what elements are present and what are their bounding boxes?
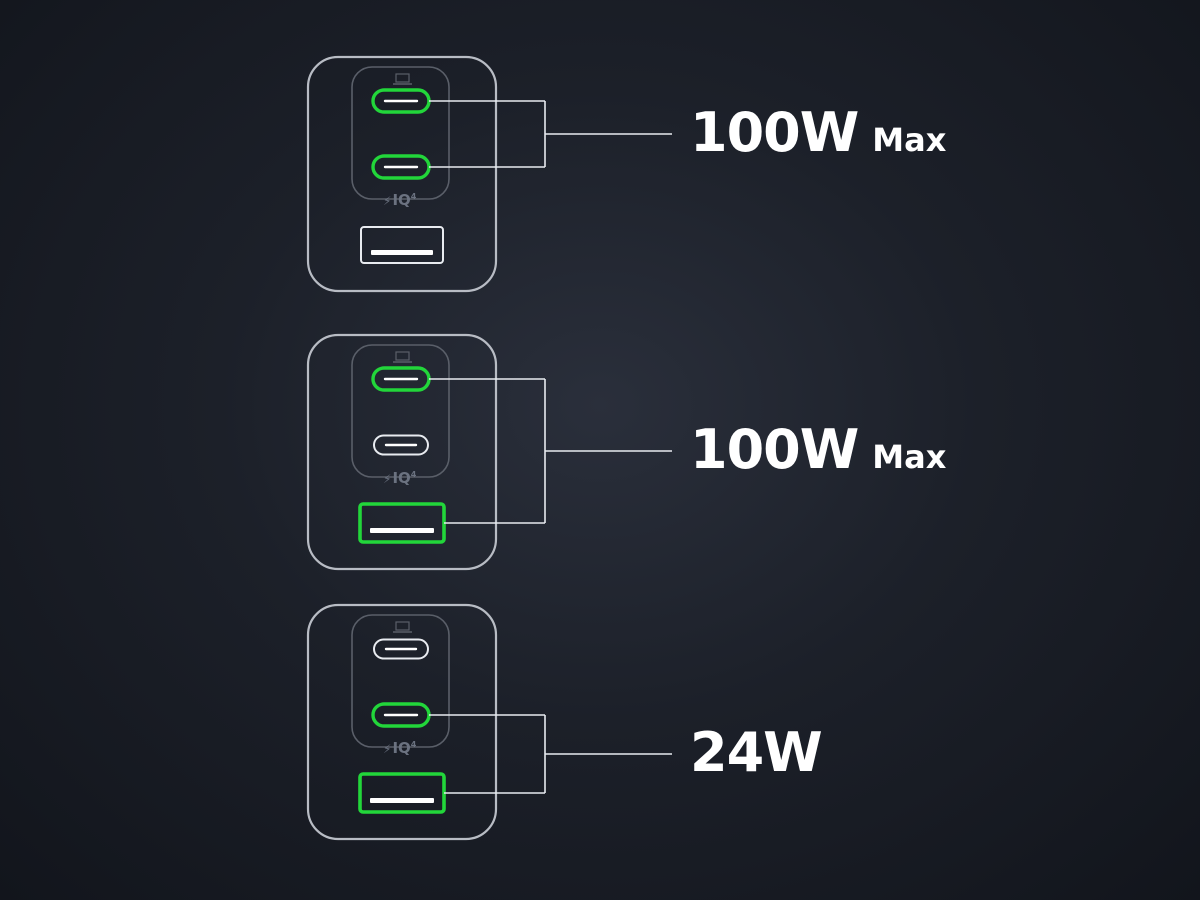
- connector-bracket: [429, 378, 672, 524]
- charger-config-3: [306, 603, 672, 841]
- power-suffix: Max: [872, 438, 947, 476]
- iq-text: IQ: [392, 469, 411, 487]
- usb-a-port: [358, 772, 446, 814]
- usb-a-slot: [371, 250, 433, 255]
- usb-a-port: [360, 226, 444, 264]
- iq-badge: ⚡IQ4: [383, 471, 416, 486]
- iq-badge: ⚡IQ4: [383, 741, 416, 756]
- charger-config-1: [306, 55, 672, 293]
- power-value: 100W: [690, 418, 859, 481]
- lightning-icon: ⚡: [383, 742, 392, 756]
- power-label: 24W: [690, 726, 823, 780]
- charger-body: [306, 603, 498, 841]
- connector-bracket: [429, 714, 672, 794]
- iq-version: 4: [410, 740, 417, 749]
- power-suffix: Max: [872, 121, 947, 159]
- iq-text: IQ: [392, 739, 411, 757]
- lightning-icon: ⚡: [383, 472, 392, 486]
- connector-bracket: [429, 100, 672, 168]
- usb-c-panel: [351, 344, 450, 478]
- charger-body: [306, 55, 498, 293]
- laptop-icon: [393, 621, 412, 633]
- laptop-icon: [393, 351, 412, 363]
- usb-c-port: [373, 638, 429, 660]
- charger-body: [306, 333, 498, 571]
- usb-a-slot: [370, 528, 434, 533]
- iq-version: 4: [410, 192, 417, 201]
- usb-c-port: [373, 434, 429, 456]
- iq-version: 4: [410, 470, 417, 479]
- lightning-icon: ⚡: [383, 194, 392, 208]
- usb-a-port: [358, 502, 446, 544]
- iq-badge: ⚡IQ4: [383, 193, 416, 208]
- usb-a-slot: [370, 798, 434, 803]
- usb-c-panel: [351, 66, 450, 200]
- charger-config-2: [306, 333, 672, 571]
- power-value: 100W: [690, 101, 859, 164]
- laptop-icon: [393, 73, 412, 85]
- power-value: 24W: [690, 721, 823, 784]
- iq-text: IQ: [392, 191, 411, 209]
- usb-c-panel: [351, 614, 450, 748]
